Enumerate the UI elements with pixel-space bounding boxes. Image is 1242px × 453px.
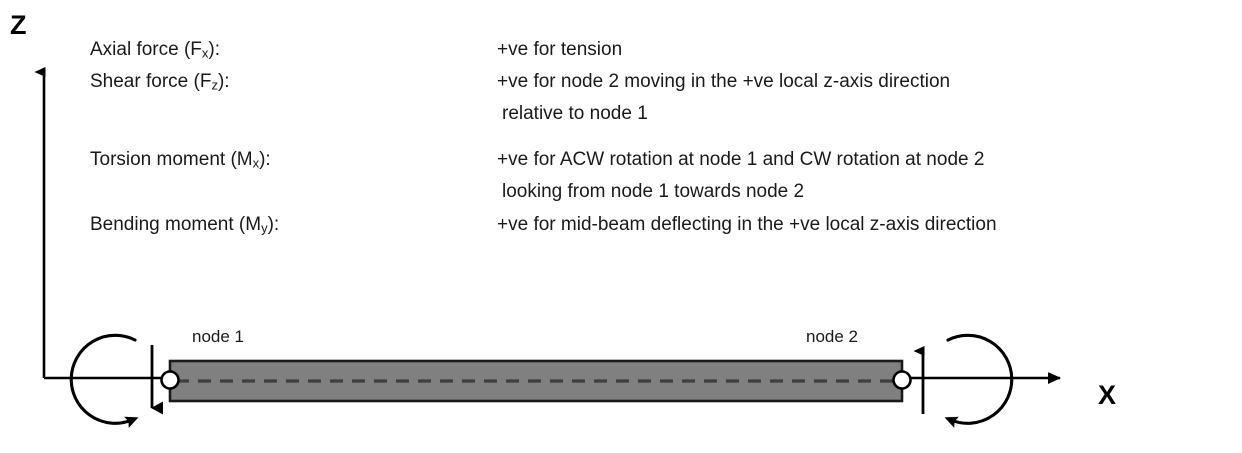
legend-desc-shear-force-cont: relative to node 1 bbox=[502, 103, 648, 124]
legend-term-bending-moment: Bending moment (My): bbox=[90, 213, 279, 239]
node-1-torsion-moment-arc bbox=[69, 333, 139, 428]
z-axis-label: Z bbox=[10, 10, 27, 40]
legend-term-shear-force-tail: ): bbox=[217, 71, 230, 92]
legend-term-torsion-moment: Torsion moment (Mx): bbox=[90, 148, 271, 174]
legend-term-shear-force-subscript: z bbox=[211, 77, 218, 93]
legend-term-torsion-moment-text: Torsion moment (M bbox=[90, 149, 253, 170]
legend-desc-bending-moment: +ve for mid-beam deflecting in the +ve l… bbox=[497, 214, 997, 235]
x-axis-label: X bbox=[1098, 380, 1117, 410]
legend-term-bending-moment-text: Bending moment (M bbox=[90, 214, 262, 235]
legend-term-axial-force-text: Axial force (F bbox=[90, 39, 202, 60]
node-1-marker bbox=[160, 370, 180, 390]
legend-term-bending-moment-subscript: y bbox=[261, 220, 268, 236]
legend-term-shear-force-text: Shear force (F bbox=[90, 71, 212, 92]
legend-desc-torsion-moment: +ve for ACW rotation at node 1 and CW ro… bbox=[497, 149, 985, 170]
legend-term-axial-force-tail: ): bbox=[208, 39, 221, 60]
legend-term-axial-force-subscript: x bbox=[201, 45, 209, 61]
node-2-torsion-moment-arc bbox=[944, 333, 1014, 428]
node-2-marker bbox=[892, 370, 912, 390]
legend-desc-axial-force: +ve for tension bbox=[497, 39, 623, 60]
beam-element bbox=[168, 359, 904, 403]
legend-term-shear-force: Shear force (Fz): bbox=[90, 70, 230, 96]
legend-desc-shear-force: +ve for node 2 moving in the +ve local z… bbox=[497, 71, 951, 92]
legend-desc-torsion-moment-cont: looking from node 1 towards node 2 bbox=[502, 181, 805, 202]
legend-term-bending-moment-tail: ): bbox=[267, 214, 280, 235]
legend-term-torsion-moment-tail: ): bbox=[259, 149, 271, 170]
node-2-label: node 2 bbox=[806, 327, 858, 346]
legend-term-torsion-moment-subscript: x bbox=[252, 155, 260, 171]
node-1-label: node 1 bbox=[192, 327, 244, 346]
legend-term-axial-force: Axial force (Fx): bbox=[90, 38, 220, 64]
